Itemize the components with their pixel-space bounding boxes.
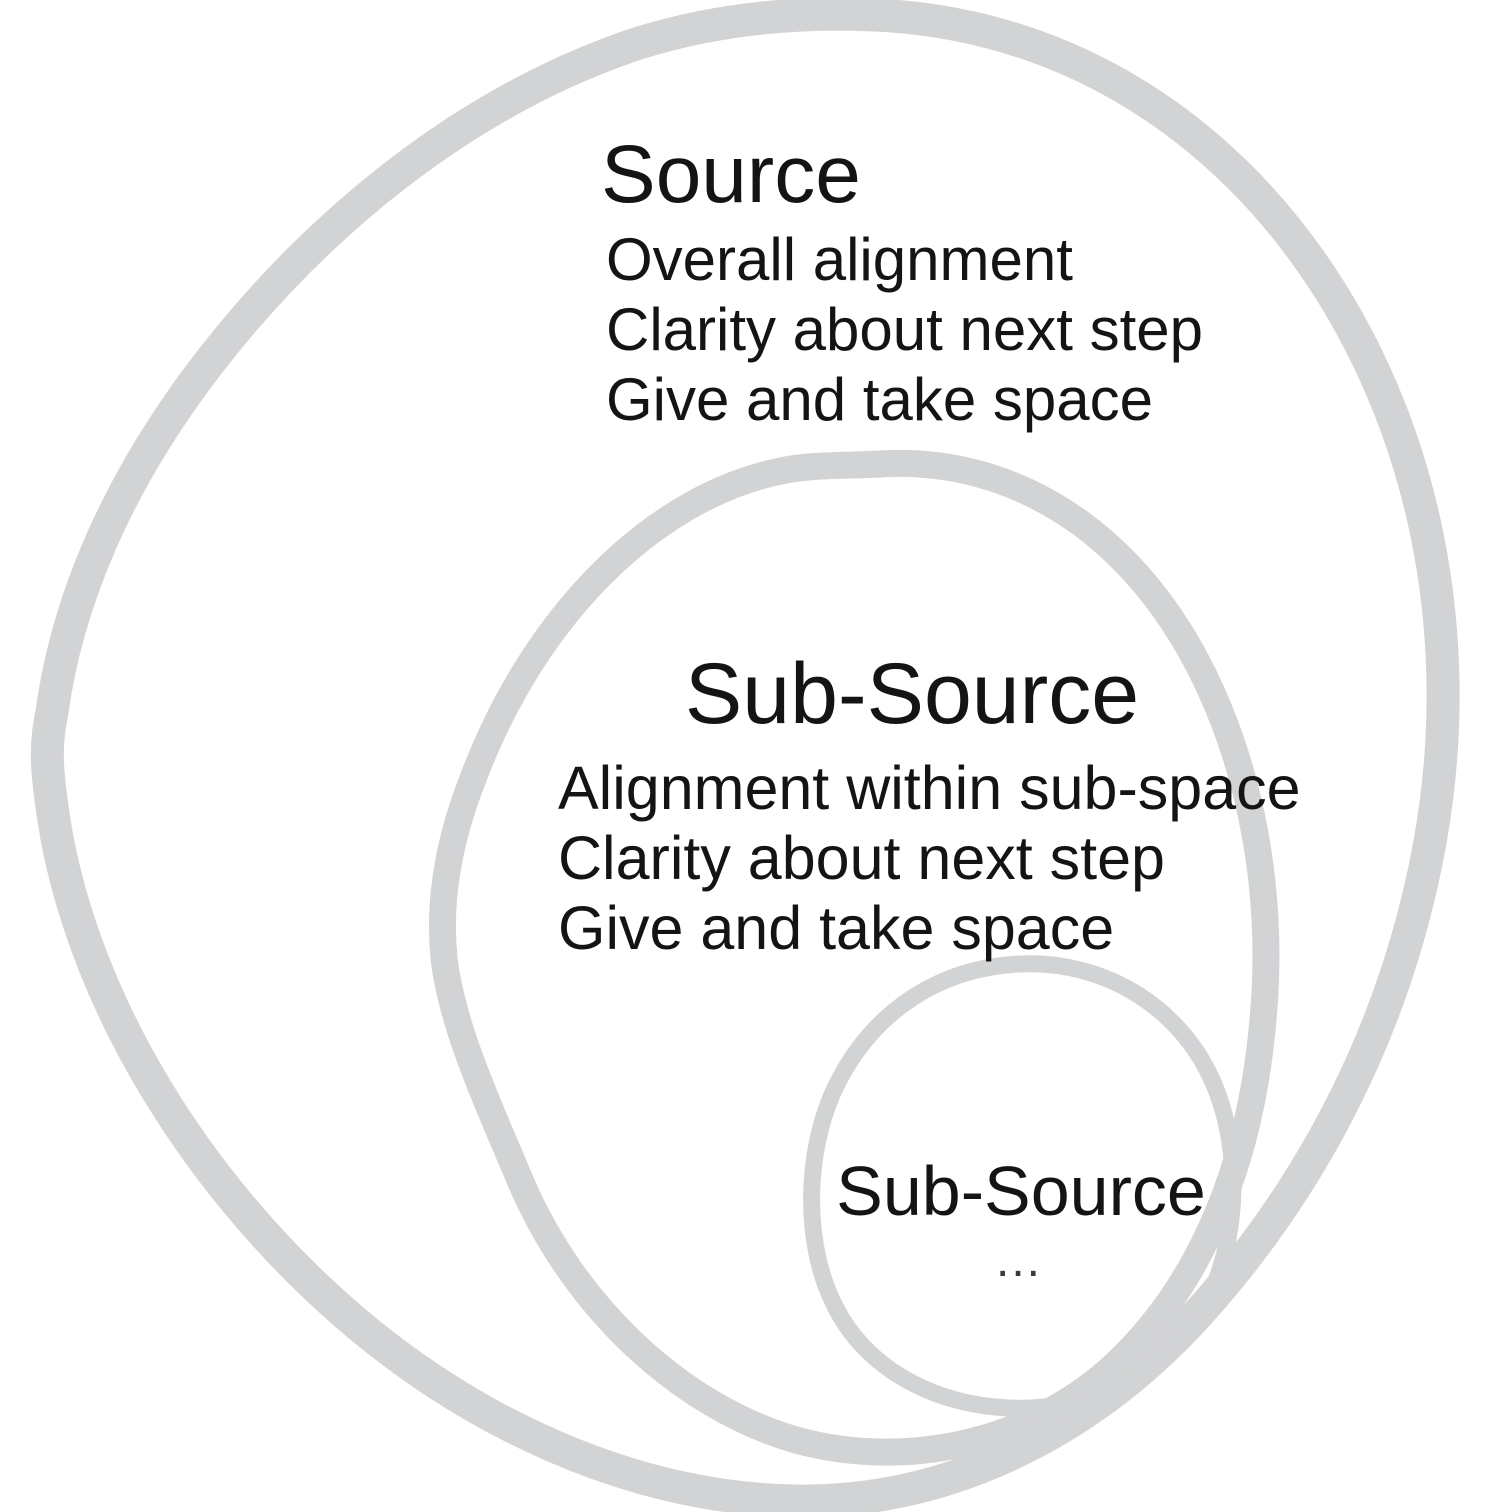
middle-sub-source-item-3: Give and take space bbox=[558, 894, 1115, 962]
inner-sub-source-circle bbox=[803, 955, 1242, 1417]
middle-sub-source-items: Alignment within sub-space Clarity about… bbox=[558, 753, 1301, 963]
middle-sub-source-item-1: Alignment within sub-space bbox=[558, 754, 1301, 822]
middle-sub-source-item-2: Clarity about next step bbox=[558, 824, 1165, 892]
outer-source-circle bbox=[30, 0, 1460, 1512]
outer-source-item-3: Give and take space bbox=[606, 366, 1154, 433]
outer-source-title: Source bbox=[601, 129, 861, 220]
outer-source-items: Overall alignment Clarity about next ste… bbox=[606, 225, 1203, 435]
outer-source-item-1: Overall alignment bbox=[606, 226, 1073, 293]
inner-sub-source-title: Sub-Source bbox=[836, 1152, 1206, 1230]
middle-sub-source-circle bbox=[429, 449, 1280, 1466]
inner-sub-source-ellipsis: ... bbox=[995, 1234, 1043, 1287]
middle-sub-source-title: Sub-Source bbox=[684, 646, 1140, 742]
outer-source-item-2: Clarity about next step bbox=[606, 296, 1203, 363]
